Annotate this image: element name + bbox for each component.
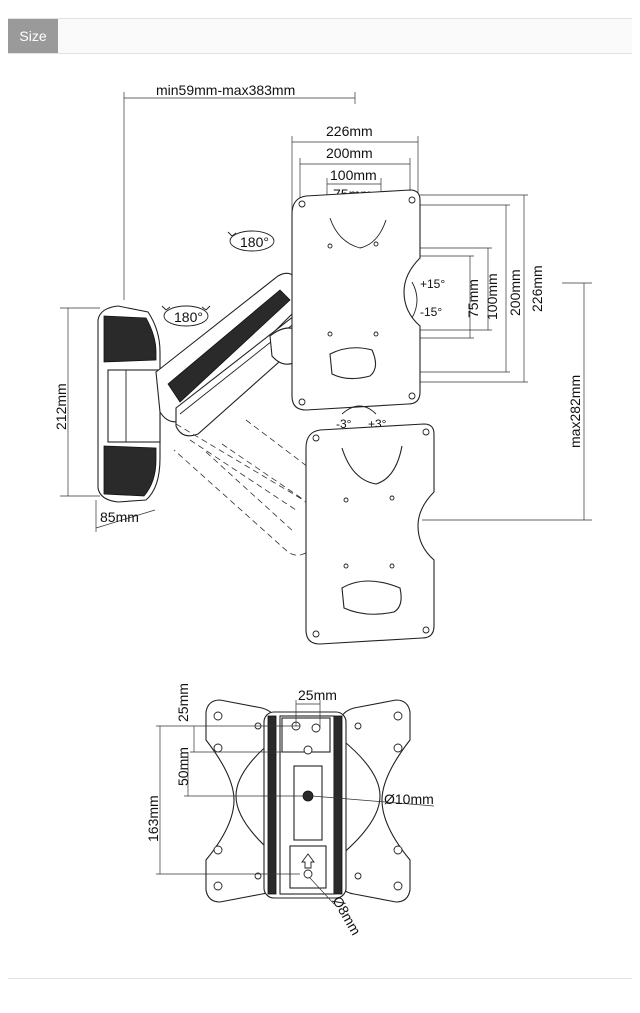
tab-bar: Size: [8, 18, 632, 54]
bottom-divider: [8, 978, 632, 979]
tilt-up-label: +15°: [420, 277, 445, 291]
vesa-plate-lower: [305, 423, 435, 645]
wall-plate-dimensions: 212mm 85mm: [53, 307, 156, 532]
back-height-163-label: 163mm: [145, 795, 161, 842]
swing-arm-alt-position: [173, 419, 319, 556]
back-view: 25mm 25mm 50mm 163mm Ø10mm Ø8mm: [145, 683, 435, 938]
max-height-dimension: max282mm: [422, 282, 592, 521]
rotate-top-label: 180°: [240, 234, 269, 250]
reach-dimension: min59mm-max383mm: [123, 82, 356, 300]
height-75-label: 75mm: [465, 279, 481, 318]
vesa-plate-upper: +15° -15°: [291, 189, 445, 411]
height-100-label: 100mm: [484, 273, 500, 320]
wall-depth-label: 85mm: [100, 509, 139, 525]
rotate-arm-label: 180°: [174, 309, 203, 325]
width-226-label: 226mm: [326, 123, 373, 139]
back-height-25-label: 25mm: [175, 683, 191, 722]
wall-height-label: 212mm: [53, 383, 69, 430]
width-200-label: 200mm: [326, 145, 373, 161]
tab-size[interactable]: Size: [8, 19, 58, 53]
swing-arm: [155, 272, 307, 437]
height-226-label: 226mm: [529, 265, 545, 312]
max-height-label: max282mm: [567, 375, 583, 448]
hole-8-label: Ø8mm: [329, 894, 364, 938]
wall-bracket: [97, 305, 161, 503]
back-height-50-label: 50mm: [175, 747, 191, 786]
swivel-left-label: -3°: [336, 417, 352, 431]
reach-label: min59mm-max383mm: [156, 82, 295, 98]
hole-10-label: Ø10mm: [384, 791, 434, 807]
tilt-down-label: -15°: [420, 305, 442, 319]
height-200-label: 200mm: [507, 269, 523, 316]
rotation-arrows: 180° 180°: [161, 230, 275, 327]
back-width-25-label: 25mm: [298, 687, 337, 703]
width-100-label: 100mm: [330, 167, 377, 183]
